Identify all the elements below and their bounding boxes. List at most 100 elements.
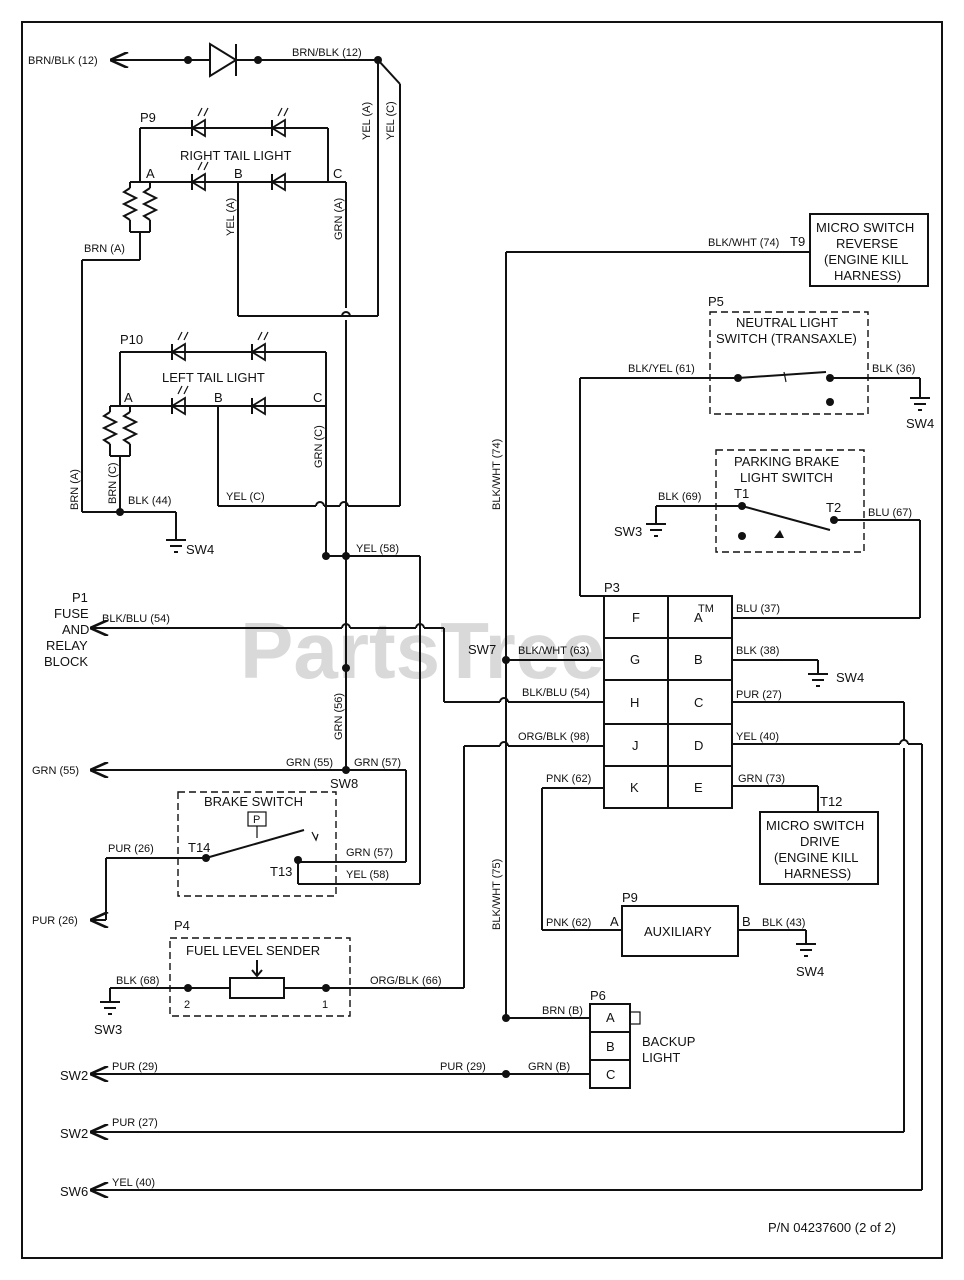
diode-icon: [209, 42, 238, 78]
wire-grn-57-top: GRN (57): [354, 757, 401, 769]
ground-sw4-c: SW4: [836, 670, 864, 685]
t2-label: T2: [826, 500, 841, 515]
wire-yel-40-bottom: YEL (40): [112, 1177, 155, 1189]
micro-rev-4: HARNESS): [834, 268, 901, 283]
watermark: PartsTree: [240, 606, 605, 695]
pin-a1: A: [146, 166, 155, 181]
wire-brnblk-right: BRN/BLK (12): [292, 47, 362, 59]
p3-pin-h: H: [630, 695, 639, 710]
wire-pur-26-b: PUR (26): [32, 915, 78, 927]
t14-label: T14: [188, 840, 210, 855]
brake-switch-label: BRAKE SWITCH: [204, 794, 303, 809]
wire-grn-a: GRN (A): [333, 198, 345, 240]
wire-yel-58-sw: YEL (58): [346, 869, 389, 881]
wire-orgblk-98: ORG/BLK (98): [518, 731, 590, 743]
wire-pur-29-a: PUR (29): [112, 1061, 158, 1073]
wire-brn-a-low: BRN (A): [69, 469, 81, 510]
neutral-label-1: NEUTRAL LIGHT: [736, 315, 838, 330]
wire-grn-55-left: GRN (55): [32, 765, 79, 777]
brake-p-label: P: [253, 814, 260, 826]
micro-rev-2: REVERSE: [836, 236, 898, 251]
aux-pin-b: B: [742, 914, 751, 929]
wire-grn-55-right: GRN (55): [286, 757, 333, 769]
t1-label: T1: [734, 486, 749, 501]
pin-a2: A: [124, 390, 133, 405]
wire-grn-c: GRN (C): [313, 425, 325, 468]
ground-sw2-a: SW2: [60, 1068, 88, 1083]
ground-sw4-a: SW4: [186, 542, 214, 557]
micro-rev-1: MICRO SWITCH: [816, 220, 914, 235]
resistor-icon: [121, 187, 139, 221]
wire-blkblu-54-p3: BLK/BLU (54): [522, 687, 590, 699]
fuel-level-sender-label: FUEL LEVEL SENDER: [186, 943, 320, 958]
p1-label: P1: [72, 590, 88, 605]
p3-pin-j: J: [632, 738, 639, 753]
p3-pin-b: B: [694, 652, 703, 667]
left-tail-light-label: LEFT TAIL LIGHT: [162, 370, 265, 385]
ground-sw3-b: SW3: [94, 1022, 122, 1037]
ground-sw4-d: SW4: [796, 964, 824, 979]
p3-pin-a: A: [694, 610, 703, 625]
ground-sw7: SW7: [468, 642, 496, 657]
p3-pin-c: C: [694, 695, 703, 710]
wire-pur-26-a: PUR (26): [108, 843, 154, 855]
wire-yel-40-p3: YEL (40): [736, 731, 779, 743]
wire-brn-c: BRN (C): [107, 462, 119, 504]
ground-sw4-b: SW4: [906, 416, 934, 431]
wire-grn-73: GRN (73): [738, 773, 785, 785]
wire-blk-38: BLK (38): [736, 645, 779, 657]
ground-sw2-b: SW2: [60, 1126, 88, 1141]
micro-rev-3: (ENGINE KILL: [824, 252, 909, 267]
wire-brn-b: BRN (B): [542, 1005, 583, 1017]
grn-trunk: [92, 311, 604, 885]
wire-blk-44: BLK (44): [128, 495, 171, 507]
p3-connector: [603, 595, 733, 809]
wire-brnblk-left: BRN/BLK (12): [28, 55, 98, 67]
p3-label: P3: [604, 580, 620, 595]
wire-blu-37: BLU (37): [736, 603, 780, 615]
wire-yel-c-top: YEL (C): [385, 101, 397, 140]
ground-sw6: SW6: [60, 1184, 88, 1199]
diagram-border: [21, 21, 943, 1259]
wire-blkwht-75: BLK/WHT (75): [491, 859, 503, 930]
pin-b2: B: [214, 390, 223, 405]
p1-desc4: BLOCK: [44, 654, 88, 669]
part-number: P/N 04237600 (2 of 2): [768, 1220, 896, 1235]
parking-brake-switch: [646, 449, 921, 619]
blkwht-trunk: [502, 251, 810, 1022]
neutral-label-2: SWITCH (TRANSAXLE): [716, 331, 857, 346]
micro-drive-1: MICRO SWITCH: [766, 818, 864, 833]
pin-c2: C: [313, 390, 322, 405]
t12-label: T12: [820, 794, 842, 809]
backup-label-1: BACKUP: [642, 1034, 695, 1049]
left-tail-light: [82, 331, 400, 556]
p3-pin-g: G: [630, 652, 640, 667]
p6-pin-c: C: [606, 1067, 615, 1082]
p3-pin-d: D: [694, 738, 703, 753]
wire-yel-a-mid: YEL (A): [225, 198, 237, 236]
p1-desc2: AND: [62, 622, 89, 637]
t13-label: T13: [270, 864, 292, 879]
p3-pin-e: E: [694, 780, 703, 795]
wire-pur-27-bottom: PUR (27): [112, 1117, 158, 1129]
p3-right-wires: [541, 659, 923, 1190]
right-tail-light-label: RIGHT TAIL LIGHT: [180, 148, 292, 163]
p1-desc3: RELAY: [46, 638, 88, 653]
parking-label-2: LIGHT SWITCH: [740, 470, 833, 485]
p6-label: P6: [590, 988, 606, 1003]
micro-drive-4: HARNESS): [784, 866, 851, 881]
wire-blkwht-63: BLK/WHT (63): [518, 645, 589, 657]
p4-label: P4: [174, 918, 190, 933]
wire-pnk-62-top: PNK (62): [546, 773, 591, 785]
wire-blk-43: BLK (43): [762, 917, 805, 929]
wire-pnk-62-low: PNK (62): [546, 917, 591, 929]
pin-b1: B: [234, 166, 243, 181]
wire-blu-67: BLU (67): [868, 507, 912, 519]
wire-brn-a: BRN (A): [84, 243, 125, 255]
fuel-level-sender: [100, 741, 604, 1017]
wire-yel-c-low: YEL (C): [226, 491, 265, 503]
wire-blk-68: BLK (68): [116, 975, 159, 987]
wire-yel-58-top: YEL (58): [356, 543, 399, 555]
